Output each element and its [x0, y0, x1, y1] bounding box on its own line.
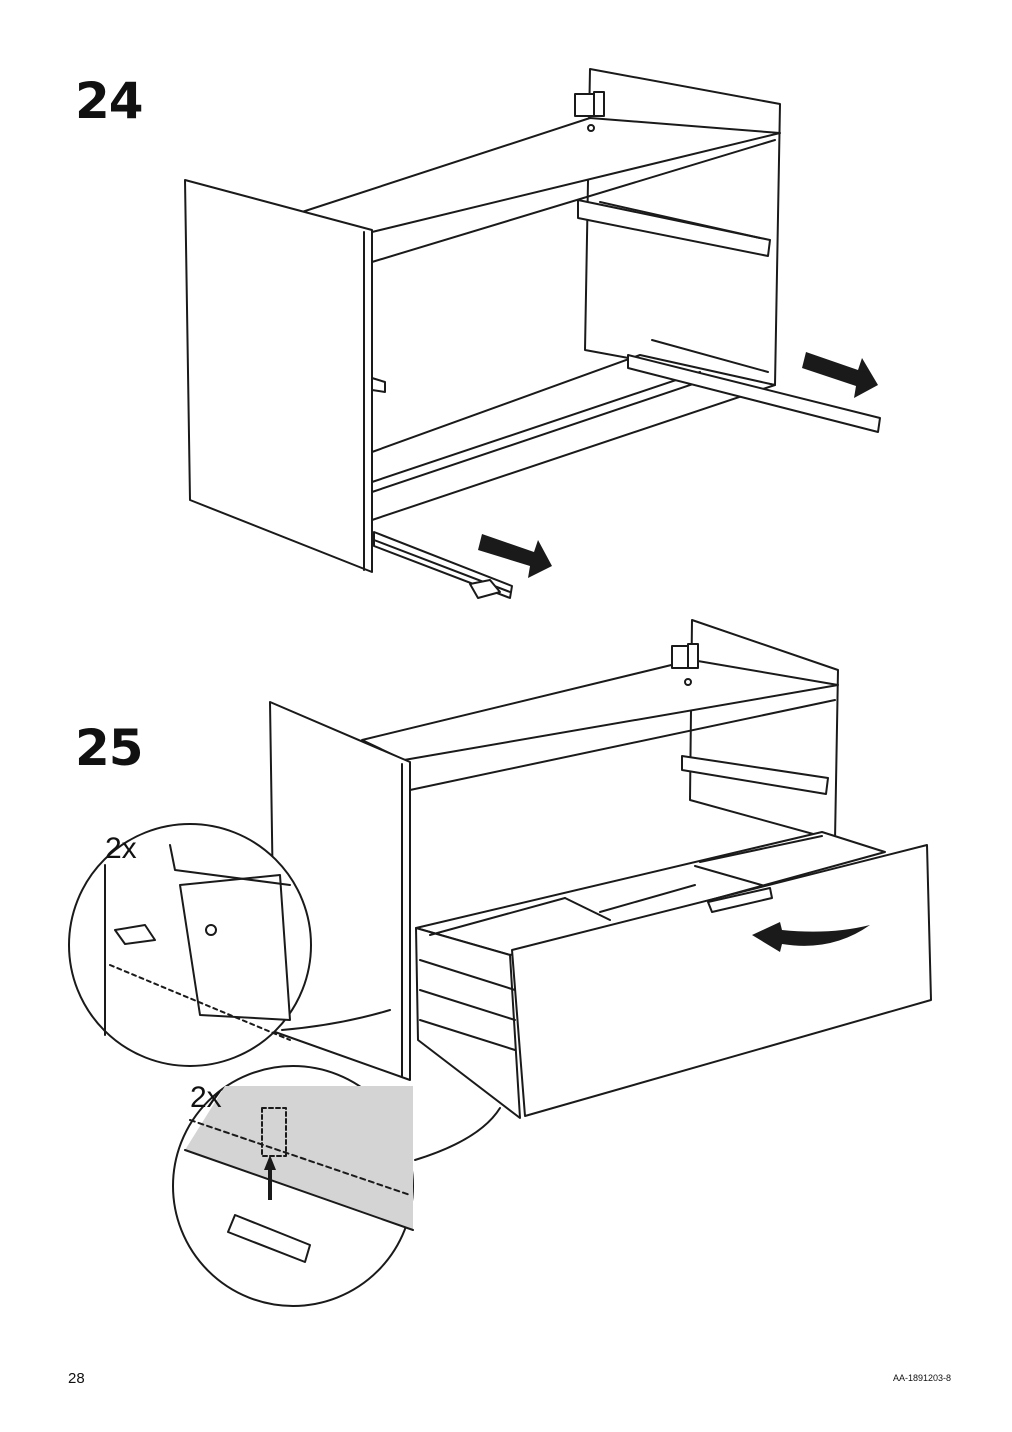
up-arrow-icon — [264, 1155, 276, 1200]
step24-cabinet-illustration — [185, 69, 880, 598]
document-id: AA-1891203-8 — [893, 1373, 952, 1383]
step-number-25: 25 — [75, 719, 144, 777]
clip-detail-callout — [173, 1066, 500, 1306]
step-number-24: 24 — [75, 72, 144, 130]
push-arrow-icon — [802, 352, 878, 398]
hinge-detail-callout — [69, 824, 390, 1066]
curved-insert-arrow-icon — [752, 922, 870, 952]
step25-cabinet-illustration — [270, 620, 931, 1118]
hinge-quantity-label: 2x — [105, 832, 137, 865]
push-arrow-icon — [478, 534, 552, 578]
page-number: 28 — [68, 1370, 85, 1387]
clip-quantity-label: 2x — [190, 1081, 222, 1114]
